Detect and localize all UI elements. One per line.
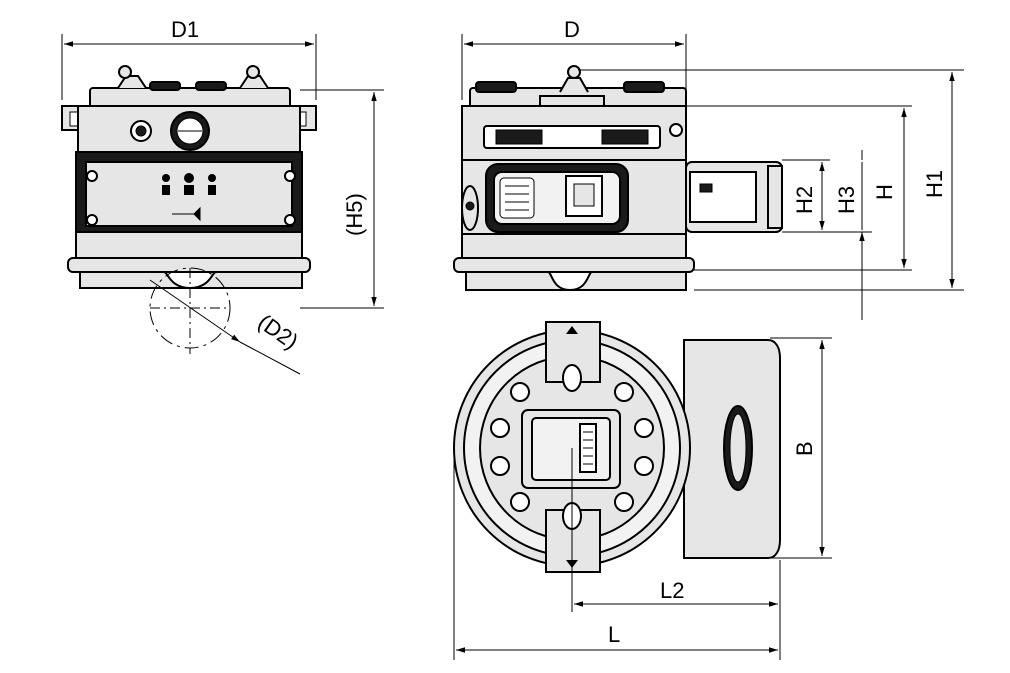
label-d2: (D2) [253,309,302,354]
label-d1: D1 [171,17,199,42]
label-h2: H2 [792,186,817,214]
dim-l2: L2 [574,560,781,660]
label-l2: L2 [660,578,684,603]
label-h1: H1 [922,170,947,198]
label-h: H [872,184,897,200]
label-l: L [608,622,620,647]
dim-d: D [461,17,687,100]
label-h3: H3 [834,186,859,214]
dim-heights: H2 H3 H H1 [578,69,964,320]
dim-b: B [770,337,832,559]
side-view [453,65,783,292]
indicator-symbols [162,173,216,222]
top-view [453,321,781,612]
dim-h5: (H5) [300,89,384,309]
bolt-hole-icon [490,382,654,512]
dim-d1: D1 [61,17,317,100]
label-d: D [564,17,580,42]
label-b: B [792,441,817,456]
front-view: (D2) [61,65,317,375]
label-h5: (H5) [342,193,367,236]
dim-l: L [453,450,778,660]
locating-pin-icon [562,364,582,392]
